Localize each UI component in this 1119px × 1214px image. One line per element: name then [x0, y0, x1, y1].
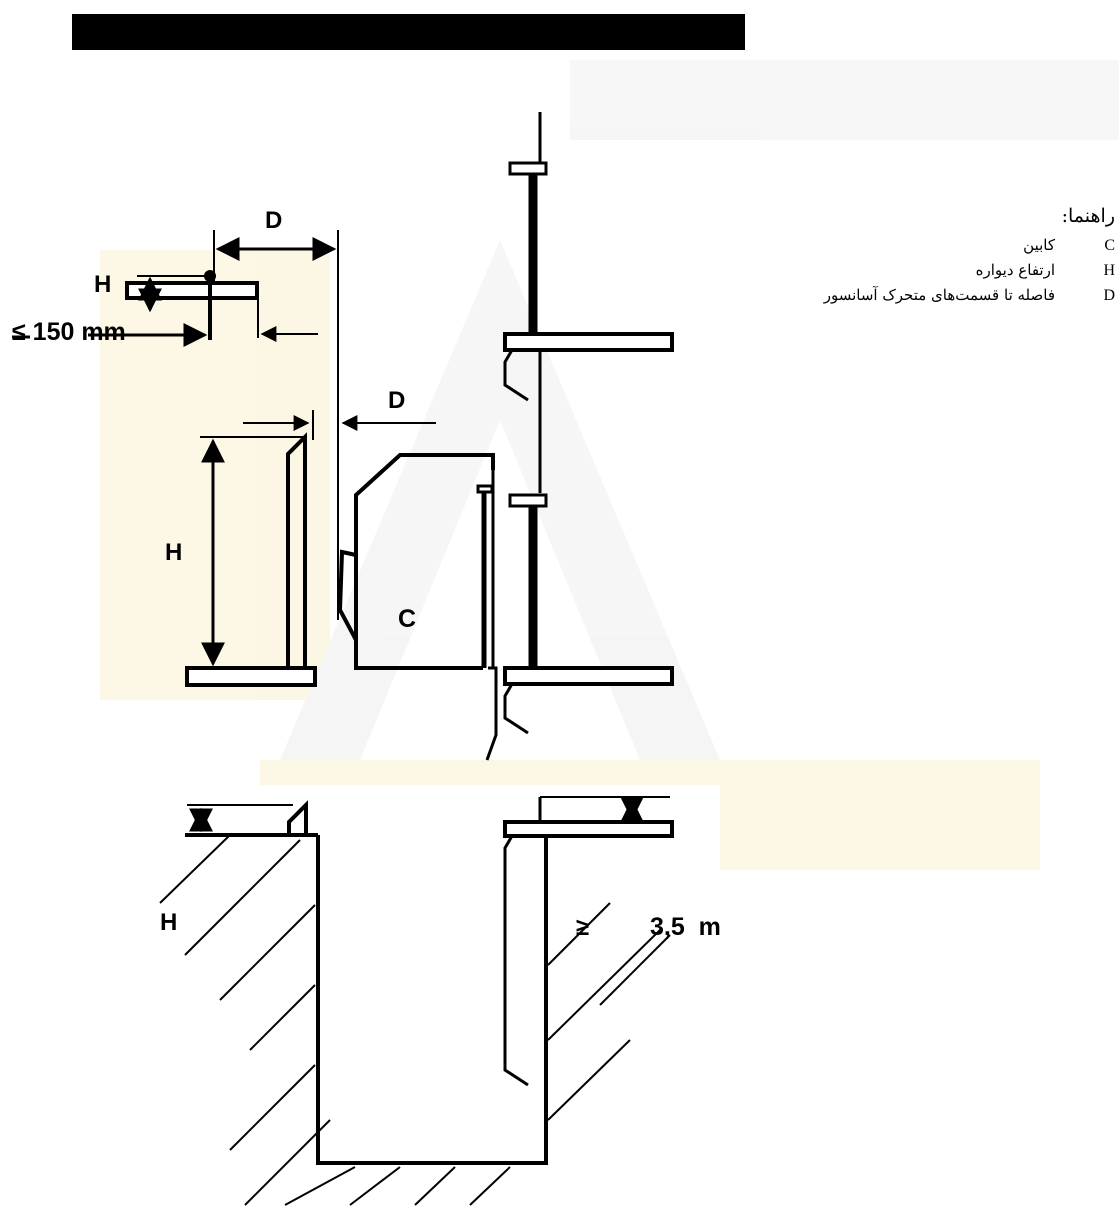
legend-desc: فاصله تا قسمت‌های متحرک آسانسور: [823, 286, 1055, 304]
cabin-outline: [354, 453, 495, 670]
legend-item: H ارتفاع دیواره: [775, 258, 1115, 283]
label-h-middle: H: [165, 539, 182, 566]
middle-wall: [286, 432, 307, 668]
label-cabin: C: [398, 605, 416, 633]
upper-landing-slab: [503, 332, 674, 352]
legend-item: C کابین: [775, 233, 1115, 258]
label-d-top: D: [265, 207, 282, 234]
legend-desc: ارتفاع دیواره: [975, 261, 1055, 279]
middle-landing-slab: [503, 666, 674, 686]
legend: راهنما: C کابین H ارتفاع دیواره D فاصله …: [775, 205, 1115, 308]
legend-title: راهنما:: [1061, 205, 1115, 227]
middle-floor-slab: [185, 666, 317, 687]
legend-desc: کابین: [1023, 236, 1055, 254]
legend-key: C: [1104, 237, 1115, 254]
legend-key: D: [1103, 287, 1115, 304]
header-bar: [72, 14, 745, 50]
legend-item: D فاصله تا قسمت‌های متحرک آسانسور: [775, 283, 1115, 308]
label-d-middle: D: [388, 387, 405, 414]
label-150mm: ≤ 150 mm: [12, 318, 126, 346]
label-h-top: H: [94, 271, 111, 298]
legend-key: H: [1103, 262, 1115, 279]
